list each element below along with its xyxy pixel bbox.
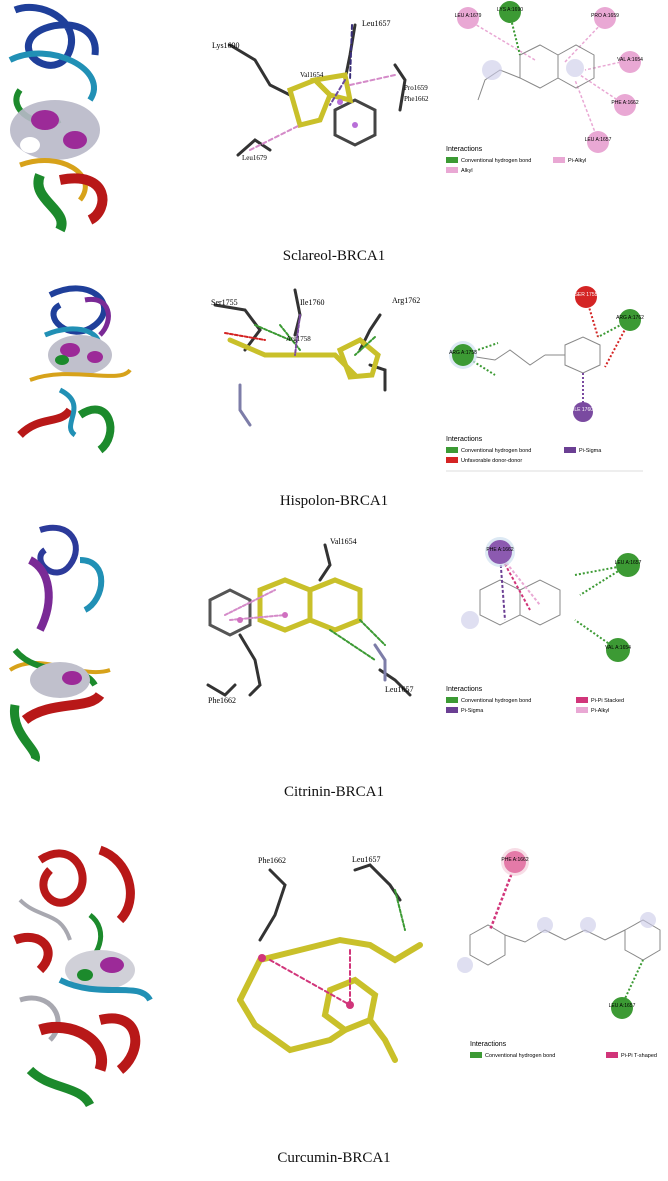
interaction-2d-4 [457, 848, 661, 1019]
label-3d: Pro1659 [404, 84, 428, 92]
label-3d: Arg1762 [392, 296, 420, 305]
legend-label: Conventional hydrogen bond [461, 448, 531, 454]
legend-label: Pi-Sigma [579, 448, 602, 454]
residue-label: PHE A:1662 [486, 547, 513, 553]
ligand-3d-2 [213, 288, 387, 427]
legend-swatch [446, 707, 458, 713]
residue-label: ARG A:1762 [616, 315, 644, 321]
protein-ribbon-3 [8, 524, 111, 763]
label-3d: Leu1657 [352, 855, 380, 864]
residue-label: SER 1755 [575, 292, 598, 298]
residue-label: ARG A:1758 [449, 350, 477, 356]
caption: Citrinin-BRCA1 [283, 784, 384, 800]
protein-ribbon-1 [8, 3, 108, 233]
interaction-2d-1 [457, 1, 641, 153]
legend-label: Unfavorable donor-donor [461, 458, 522, 464]
label-3d: Leu1657 [385, 685, 413, 694]
label-3d: Leu1679 [242, 154, 267, 162]
legend-label: Conventional hydrogen bond [461, 158, 531, 164]
hispolon-figure: Ser1755 Ile1760 Arg1762 Arg1758 SER 1755… [17, 285, 644, 472]
label-3d: Val1654 [300, 71, 324, 79]
ligand-3d-4 [237, 863, 423, 1063]
legend-label: Pi-Pi Stacked [591, 698, 624, 704]
label-3d: Leu1657 [362, 19, 390, 28]
label-3d: Phe1662 [208, 696, 236, 705]
residue-label: LEU A:1657 [585, 137, 612, 143]
interaction-2d-3 [461, 537, 640, 662]
citrinin-figure: Val1654 Phe1662 Leu1657 PHE A:1662 LEU A… [8, 524, 642, 763]
residue-label: LEU A:1657 [615, 560, 642, 566]
legend-swatch [553, 157, 565, 163]
caption: Sclareol-BRCA1 [282, 248, 386, 264]
legend-swatch [606, 1052, 618, 1058]
residue-label: VAL A:1654 [617, 57, 643, 63]
residue-label: PHE A:1662 [611, 100, 638, 106]
legend-title: Interactions [446, 686, 483, 693]
legend-label: Conventional hydrogen bond [485, 1053, 555, 1059]
legend-swatch [446, 457, 458, 463]
legend-title: Interactions [470, 1041, 507, 1048]
legend-label: Pi-Pi T-shaped [621, 1053, 657, 1059]
sclareol-figure: Lys1690 Leu1657 Val1654 Pro1659 Phe1662 … [8, 1, 643, 233]
panel-hispolon: Ser1755 Ile1760 Arg1762 Arg1758 SER 1755… [0, 275, 668, 520]
legend-label: Pi-Sigma [461, 708, 484, 714]
residue-label: LEU A:1679 [455, 13, 482, 19]
panel-sclareol: Lys1690 Leu1657 Val1654 Pro1659 Phe1662 … [0, 0, 668, 270]
legend-swatch [576, 697, 588, 703]
residue-label: LEU A:1657 [609, 1003, 636, 1009]
residue-label: VAL A:1654 [605, 645, 631, 651]
label-3d: Phe1662 [404, 95, 429, 103]
panel-curcumin: Phe1662 Leu1657 PHE A:1662 LEU A:1657 In… [0, 830, 668, 1181]
label-3d: Phe1662 [258, 856, 286, 865]
legend-label: Pi-Alkyl [591, 708, 609, 714]
legend-label: Conventional hydrogen bond [461, 698, 531, 704]
legend-swatch [446, 167, 458, 173]
protein-ribbon-2 [17, 285, 132, 454]
legend-title: Interactions [446, 146, 483, 153]
ligand-3d-3 [206, 543, 412, 697]
caption: Hispolon-BRCA1 [279, 493, 389, 509]
residue-label: LYS A:1690 [497, 7, 523, 13]
legend-title: Interactions [446, 436, 483, 443]
label-3d: Lys1690 [212, 41, 240, 50]
label-3d: Ile1760 [300, 298, 324, 307]
legend-swatch [470, 1052, 482, 1058]
residue-label: PRO A:1659 [591, 13, 619, 19]
panel-citrinin: Val1654 Phe1662 Leu1657 PHE A:1662 LEU A… [0, 520, 668, 810]
ligand-3d-1 [228, 23, 407, 157]
label-3d: Arg1758 [286, 335, 311, 343]
legend-swatch [576, 707, 588, 713]
legend-label: Pi-Alkyl [568, 158, 586, 164]
legend-swatch [446, 157, 458, 163]
legend-swatch [564, 447, 576, 453]
residue-label: ILE 1760 [573, 407, 593, 413]
legend-label: Alkyl [461, 168, 473, 174]
legend-swatch [446, 447, 458, 453]
caption: Curcumin-BRCA1 [277, 1150, 391, 1166]
label-3d: Ser1755 [211, 298, 238, 307]
label-3d: Val1654 [330, 537, 357, 546]
legend-swatch [446, 697, 458, 703]
protein-ribbon-4 [13, 845, 153, 1108]
residue-label: PHE A:1662 [501, 857, 528, 863]
interaction-2d-2 [449, 286, 641, 422]
curcumin-figure: Phe1662 Leu1657 PHE A:1662 LEU A:1657 In… [13, 845, 661, 1108]
